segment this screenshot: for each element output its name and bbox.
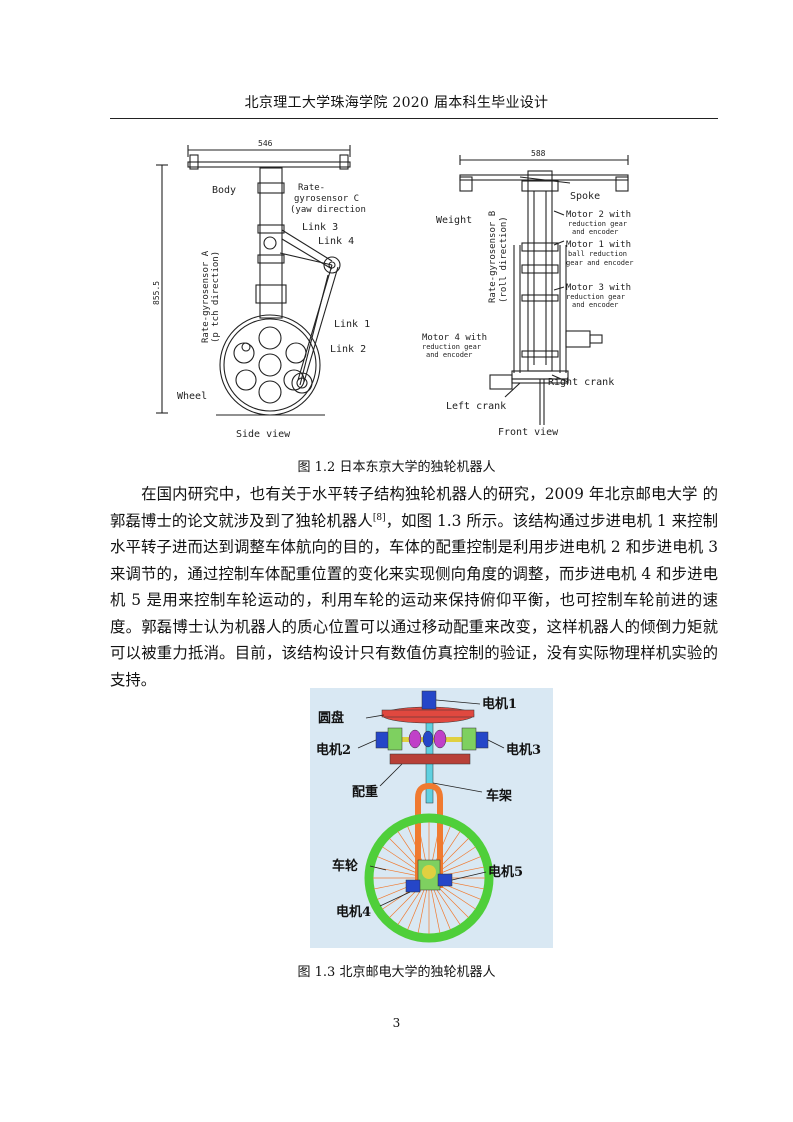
citation-ref: [8] xyxy=(372,512,386,523)
label-body: Body xyxy=(212,185,236,196)
page-number: 3 xyxy=(392,1016,401,1030)
figure-1-2-drawing: 546 855.5 Body Rate- gyrosensor C (yaw d… xyxy=(152,139,633,440)
label-wheel-cn: 车轮 xyxy=(332,858,358,874)
label-rate-c-3: (yaw direction xyxy=(290,205,366,215)
label-link-2: Link 2 xyxy=(330,344,366,355)
gear-center xyxy=(422,730,434,748)
label-rate-c-2: gyrosensor C xyxy=(294,194,359,204)
label-motor3-2: reduction gear xyxy=(566,293,625,301)
label-motor1-2: ball reduction xyxy=(568,250,627,258)
gear-left xyxy=(408,729,422,749)
label-rate-a-2: (p tch direction) xyxy=(211,251,221,343)
label-rate-b-2: (roll direction) xyxy=(499,216,509,303)
label-motor5: 电机5 xyxy=(488,864,523,880)
front-view-label: Front view xyxy=(498,427,559,438)
label-motor1-3: gear and encoder xyxy=(566,259,633,267)
label-motor2-1: Motor 2 with xyxy=(566,210,631,220)
label-motor4-3: and encoder xyxy=(426,351,472,359)
label-motor2-2: reduction gear xyxy=(568,220,627,228)
figure-1-2: 546 855.5 Body Rate- gyrosensor C (yaw d… xyxy=(150,135,670,445)
wheel-part xyxy=(364,813,494,943)
paragraph-part-2: ，如图 1.3 所示。该结构通过步进电机 1 来控制水平转子进而达到调整车体航向… xyxy=(110,511,718,689)
figure-1-3-render: 电机1 圆盘 电机2 电机3 配重 车架 车轮 电机5 电机4 xyxy=(310,688,553,948)
label-motor4: 电机4 xyxy=(336,904,371,920)
side-width-dimension: 546 xyxy=(258,139,273,148)
label-motor3-3: and encoder xyxy=(572,301,618,309)
motor4-part xyxy=(405,879,421,893)
paragraph-part-1: 在国内研究中，也有关于水平转子结构独轮机器人的研究，2009 年北京邮电大学 的… xyxy=(110,485,718,530)
label-motor4-1: Motor 4 with xyxy=(422,333,487,343)
motor5-part xyxy=(437,873,453,887)
motor2-bracket xyxy=(387,727,403,751)
label-left-crank: Left crank xyxy=(446,401,506,412)
label-rate-a-1: Rate-gyrosensor A xyxy=(201,250,211,343)
label-motor1-1: Motor 1 with xyxy=(566,240,631,250)
side-height-dimension: 855.5 xyxy=(152,281,161,305)
label-link-4: Link 4 xyxy=(318,236,354,247)
label-motor3: 电机3 xyxy=(506,742,541,758)
label-rate-b-1: Rate-gyrosensor B xyxy=(488,211,498,303)
label-motor1: 电机1 xyxy=(482,696,517,712)
frame-fork xyxy=(415,782,443,888)
front-width-dimension: 588 xyxy=(531,149,546,158)
label-motor3-1: Motor 3 with xyxy=(566,283,631,293)
label-spoke: Spoke xyxy=(570,191,600,202)
label-link-1: Link 1 xyxy=(334,319,370,330)
label-right-crank: Right crank xyxy=(548,377,614,388)
page-header: 北京理工大学珠海学院 2020 届本科生毕业设计 xyxy=(244,95,549,111)
header-divider xyxy=(110,118,718,119)
figure-1-2-caption: 图 1.2 日本东京大学的独轮机器人 xyxy=(297,460,496,475)
motor1-part xyxy=(421,690,437,710)
label-link-3: Link 3 xyxy=(302,222,338,233)
figure-1-3-caption: 图 1.3 北京邮电大学的独轮机器人 xyxy=(297,965,496,980)
label-counterweight: 配重 xyxy=(352,784,378,800)
label-motor4-2: reduction gear xyxy=(422,343,481,351)
label-motor2: 电机2 xyxy=(316,742,351,758)
label-wheel: Wheel xyxy=(177,391,207,402)
hub xyxy=(422,865,436,879)
disc-top xyxy=(381,709,475,718)
counterweight-part xyxy=(389,753,471,765)
label-weight: Weight xyxy=(436,215,472,226)
label-rate-c-1: Rate- xyxy=(298,183,325,193)
figure-1-3: 电机1 圆盘 电机2 电机3 配重 车架 车轮 电机5 电机4 xyxy=(310,688,553,948)
body-paragraph: 在国内研究中，也有关于水平转子结构独轮机器人的研究，2009 年北京邮电大学 的… xyxy=(110,481,718,693)
motor3-bracket xyxy=(461,727,477,751)
side-view-label: Side view xyxy=(236,429,291,440)
label-disc: 圆盘 xyxy=(318,710,344,726)
label-frame: 车架 xyxy=(486,788,512,804)
gear-right xyxy=(433,729,447,749)
label-motor2-3: and encoder xyxy=(572,228,618,236)
